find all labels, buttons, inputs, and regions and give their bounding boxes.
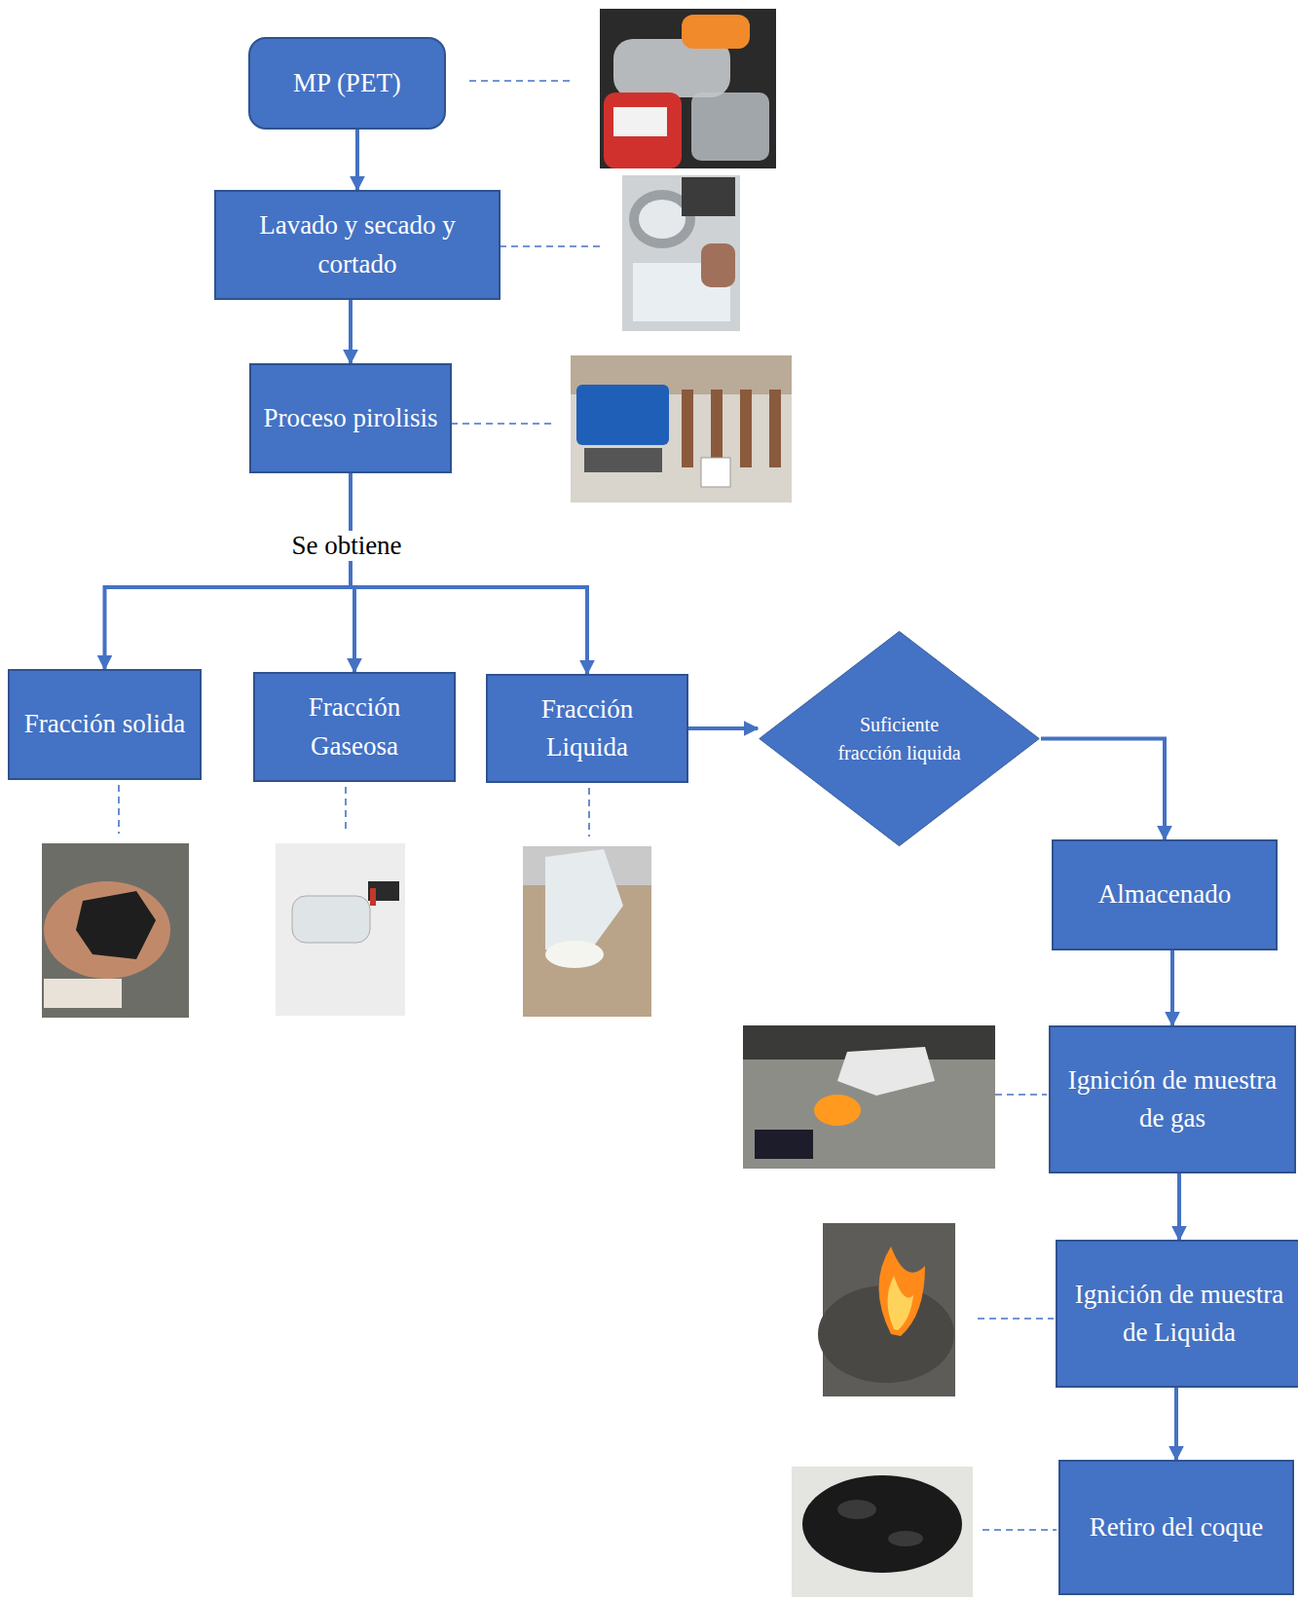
flow-arrow (105, 473, 352, 669)
process-box: Ignición de muestra de Liquida (1055, 1239, 1298, 1388)
flow-arrow (1174, 1387, 1179, 1460)
node-text: Lavado y secado y cortado (216, 200, 499, 289)
photo-liquid (522, 846, 652, 1017)
leader-line (469, 79, 572, 82)
process-box: Retiro del coque (1058, 1459, 1295, 1595)
process-box: Proceso pirolisis (249, 363, 452, 474)
leader-line (344, 786, 347, 834)
leader-line (117, 784, 120, 834)
decision-diamond: Suficiente fracción liquida (757, 630, 1041, 848)
node-text: Proceso pirolisis (253, 393, 447, 444)
process-box: Fracción solida (7, 668, 202, 780)
node-label: MP (PET) (293, 64, 402, 103)
node-text: Fracción Gaseosa (255, 682, 454, 771)
node-label: Almacenado (1098, 875, 1231, 914)
leader-line (982, 1528, 1057, 1531)
node-label: Proceso pirolisis (262, 399, 438, 438)
process-box: Lavado y secado y cortado (214, 189, 501, 300)
leader-line (450, 422, 554, 425)
process-box: Fracción Gaseosa (253, 671, 456, 782)
photo-liquid-ignition (817, 1223, 956, 1397)
photo-solid (41, 843, 189, 1018)
node-text: Fracción Liquida (487, 684, 687, 773)
photo-coke (791, 1466, 973, 1597)
node-text: Fracción solida (14, 699, 196, 749)
node-text: Suficiente fracción liquida (834, 710, 965, 768)
node-text: Retiro del coque (1079, 1502, 1273, 1553)
flow-arrow (350, 473, 588, 674)
node-label: Ignición de muestra de Liquida (1067, 1275, 1292, 1352)
node-text: MP (PET) (283, 58, 411, 109)
leader-line (588, 787, 591, 837)
node-label: Lavado y secado y cortado (225, 206, 489, 283)
node-label: Retiro del coque (1089, 1508, 1263, 1547)
flow-arrow (1040, 739, 1165, 841)
photo-reactor (570, 355, 792, 503)
photo-gas-ignition (742, 1025, 996, 1169)
node-label: Fracción Gaseosa (264, 688, 445, 765)
node-text: Ignición de muestra de Liquida (1057, 1269, 1298, 1358)
node-text: Almacenado (1088, 869, 1241, 920)
leader-line (995, 1093, 1047, 1096)
photo-washing (622, 175, 741, 332)
leader-lines (118, 80, 1057, 1530)
process-box: Fracción Liquida (485, 673, 689, 783)
leader-line (499, 245, 602, 248)
process-box: Ignición de muestra de gas (1048, 1025, 1297, 1174)
flow-arrow (1170, 950, 1175, 1026)
node-label: Fracción Liquida (497, 690, 677, 767)
process-box: MP (PET) (248, 37, 446, 130)
flow-arrow (348, 299, 353, 364)
leader-line (977, 1317, 1054, 1320)
flow-arrow (1177, 1173, 1182, 1240)
node-label: Fracción solida (24, 704, 186, 743)
photo-gas (275, 843, 406, 1016)
flow-arrow (688, 726, 758, 731)
node-label: Ignición de muestra de gas (1060, 1061, 1285, 1138)
node-text: Ignición de muestra de gas (1050, 1055, 1295, 1144)
diamond-outline (757, 630, 1041, 848)
process-box: Almacenado (1051, 839, 1278, 951)
flow-label: Se obtiene (285, 530, 408, 561)
photo-bottles (599, 8, 777, 169)
node-label: Suficiente fracción liquida (834, 710, 965, 768)
flow-arrow (355, 129, 360, 190)
